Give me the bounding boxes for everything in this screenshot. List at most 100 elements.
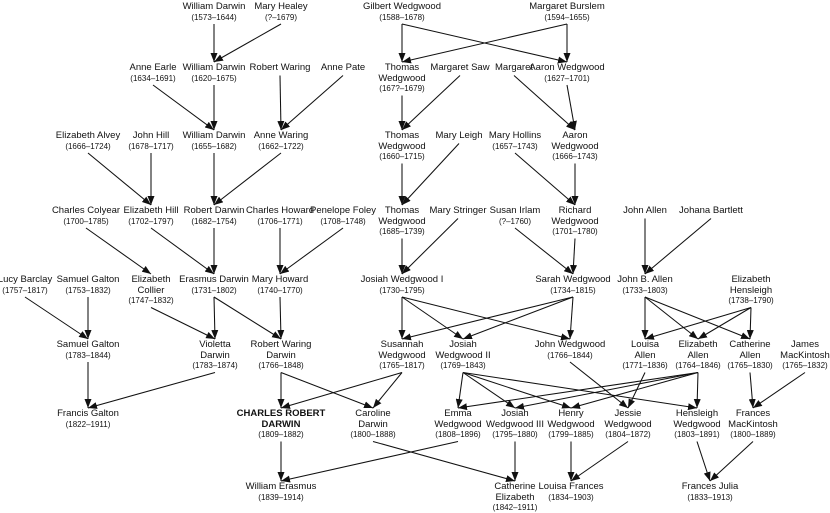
person-name: Anne Pate [320,62,366,73]
descent-arrow-erasmus-darwin-to-violetta-darwin [211,296,219,340]
person-name: John B. Allen [617,274,673,285]
person-name: Mary Healey [254,1,308,12]
person-william-erasmus: William Erasmus(1839–1914) [245,481,317,502]
person-name: Elizabeth [678,339,718,350]
person-name: William Darwin [182,130,246,141]
person-name: Louisa [631,339,659,350]
descent-arrow-elizabeth-hensleigh-to-catherine-allen [746,307,754,340]
person-elizabeth-hill: Elizabeth Hill(1702–1797) [124,205,179,226]
person-name: Catherine [729,339,771,350]
person-name: Allen [634,349,656,361]
person-margaret-burslem: Margaret Burslem(1594–1655) [529,1,605,22]
person-name: William Erasmus [245,481,317,492]
person-name: Anne Earle [129,62,177,73]
descent-arrow-johana-bartlett-to-john-b-allen [644,218,712,275]
person-john-b-allen: John B. Allen(1733–1803) [617,274,673,295]
descent-arrow-aaron-wedgwood-1627-to-aaron-wedgwood-1666 [566,84,577,131]
person-dates: (1765–1832) [782,361,828,370]
person-dates: (1733–1803) [622,285,668,295]
person-anne-earle: Anne Earle(1634–1691) [129,62,177,83]
person-name: Francis Galton [57,408,119,419]
person-dates: (1800–1888) [350,430,396,439]
person-dates: (1706–1771) [257,216,303,226]
person-dates: (1731–1802) [191,285,237,295]
person-name: Caroline [355,408,391,419]
person-dates: (1730–1795) [379,285,425,295]
person-dates: (1620–1675) [191,73,237,83]
person-name: Mary Hollins [488,130,542,141]
person-mary-leigh: Mary Leigh [436,130,483,142]
person-name: MacKintosh [728,418,778,430]
person-dates: (1588–1678) [379,12,425,22]
descent-arrow-mary-leigh-to-thomas-wedgwood-1685 [401,143,460,206]
person-dates: (1799–1885) [548,430,594,439]
person-name: John Wedgwood [534,339,606,350]
person-gilbert-wedgwood: Gilbert Wedgwood(1588–1678) [363,1,441,22]
person-name: Darwin [200,349,230,361]
person-samuel-galton-1783: Samuel Galton(1783–1844) [56,339,120,360]
person-lucy-barclay: Lucy Barclay(1757–1817) [0,274,52,295]
person-name: Allen [739,349,761,361]
person-name: Wedgwood II [435,349,491,361]
person-dates: (1783–1874) [192,361,238,370]
descent-arrow-mary-healey-to-william-darwin-1620 [213,23,282,63]
person-name: Aaron Wedgwood [529,62,605,73]
person-mary-hollins: Mary Hollins(1657–1743) [488,130,542,151]
person-dates: (1765–1830) [727,361,773,370]
descent-arrow-lucy-barclay-to-samuel-galton-1783 [24,296,89,340]
person-name: Emma [444,408,472,419]
person-name: Hensleigh [675,408,719,419]
person-francis-galton: Francis Galton(1822–1911) [57,408,119,429]
descent-arrow-elizabeth-allen-to-emma-wedgwood [457,371,699,411]
person-dates: (1804–1872) [605,430,651,439]
person-mary-healey: Mary Healey(?–1679) [254,1,308,22]
person-name: Aaron [562,130,588,141]
person-margaret: Margaret [495,62,533,74]
person-name: Mary Howard [251,274,309,285]
person-samuel-galton-1753: Samuel Galton(1753–1832) [57,274,120,295]
person-name: Samuel Galton [56,339,120,350]
descent-arrow-elizabeth-hensleigh-to-elizabeth-allen [697,307,752,340]
person-dates: (1740–1770) [257,285,303,295]
person-name: Elizabeth [495,491,535,503]
person-dates: (1783–1844) [65,350,111,360]
person-dates: (1708–1748) [320,216,366,226]
person-dates: (1734–1815) [550,285,596,295]
person-name: Gilbert Wedgwood [363,1,441,12]
person-name: Wedgwood [378,140,426,152]
person-dates: (1766–1848) [258,361,304,370]
person-name: Wedgwood [551,140,599,152]
person-frances-julia: Frances Julia(1833–1913) [682,481,739,502]
person-dates: (1795–1880) [492,430,538,439]
person-dates: (1769–1843) [440,361,486,370]
person-dates: (1822–1911) [65,419,111,429]
descent-arrow-elizabeth-hill-to-erasmus-darwin [150,227,215,275]
person-dates: (1666–1743) [552,152,598,161]
descent-arrow-mary-howard-to-robert-waring-darwin [277,296,285,340]
descent-arrow-anne-waring-to-robert-darwin [213,152,282,206]
descent-arrow-mary-stringer-to-josiah-wedgwood-i [401,218,459,275]
descent-arrow-penelope-foley-to-mary-howard [279,227,344,275]
descent-arrow-elizabeth-allen-to-hensleigh-wedgwood [693,372,701,409]
person-name: Robert Waring [249,62,311,73]
person-name: Wedgwood [673,418,721,430]
descent-arrow-sarah-wedgwood-to-josiah-wedgwood-ii [462,296,574,340]
descent-arrow-james-mackintosh-to-frances-mackintosh [752,372,806,409]
person-elizabeth-alvey: Elizabeth Alvey(1666–1724) [56,130,120,151]
person-name: Josiah [449,339,477,350]
person-dates: (1766–1844) [547,350,593,360]
person-dates: (1594–1655) [544,12,590,22]
person-dates: (1738–1790) [728,296,774,305]
person-john-allen: John Allen [623,205,667,217]
